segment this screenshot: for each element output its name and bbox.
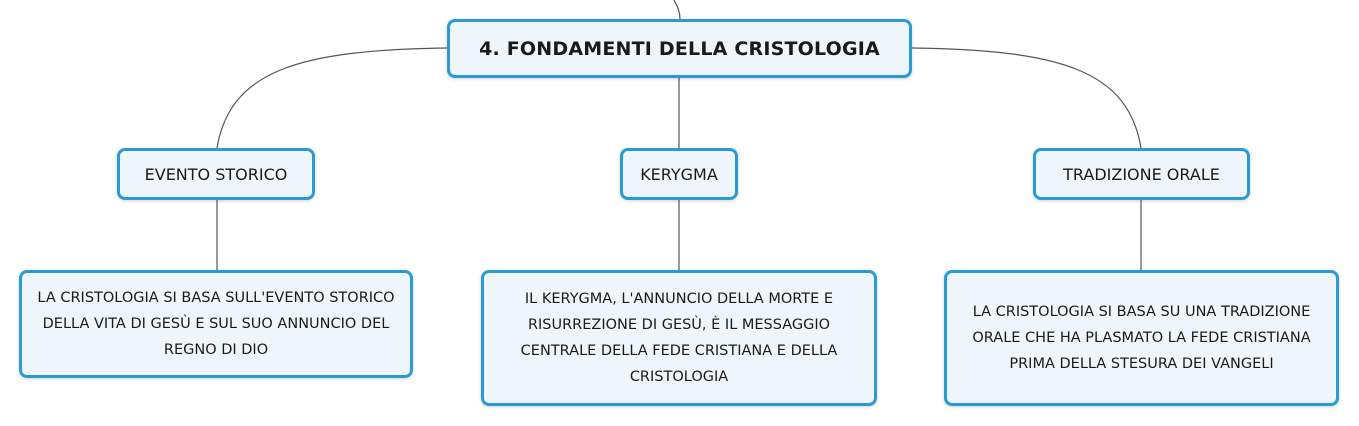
topic-label: KERYGMA (640, 164, 718, 184)
root-title: 4. FONDAMENTI DELLA CRISTOLOGIA (479, 37, 880, 60)
connector-root-tradizione (911, 47, 1142, 149)
parent-connector (673, 0, 681, 20)
root-node[interactable]: 4. FONDAMENTI DELLA CRISTOLOGIA (447, 19, 912, 78)
topic-node-tradizione-orale[interactable]: TRADIZIONE ORALE (1033, 148, 1250, 200)
detail-text: IL KERYGMA, L'ANNUNCIO DELLA MORTE E RIS… (520, 291, 838, 385)
detail-node-tradizione-orale[interactable]: LA CRISTOLOGIA SI BASA SU UNA TRADIZIONE… (944, 270, 1339, 406)
connector-root-evento (216, 47, 448, 149)
detail-text: LA CRISTOLOGIA SI BASA SULL'EVENTO STORI… (37, 290, 395, 358)
detail-text: LA CRISTOLOGIA SI BASA SU UNA TRADIZIONE… (972, 304, 1311, 372)
topic-node-evento-storico[interactable]: EVENTO STORICO (117, 148, 315, 200)
topic-label: EVENTO STORICO (144, 164, 288, 184)
topic-label: TRADIZIONE ORALE (1063, 164, 1220, 184)
detail-node-kerygma[interactable]: IL KERYGMA, L'ANNUNCIO DELLA MORTE E RIS… (481, 270, 877, 406)
detail-node-evento-storico[interactable]: LA CRISTOLOGIA SI BASA SULL'EVENTO STORI… (19, 270, 413, 378)
topic-node-kerygma[interactable]: KERYGMA (620, 148, 738, 200)
